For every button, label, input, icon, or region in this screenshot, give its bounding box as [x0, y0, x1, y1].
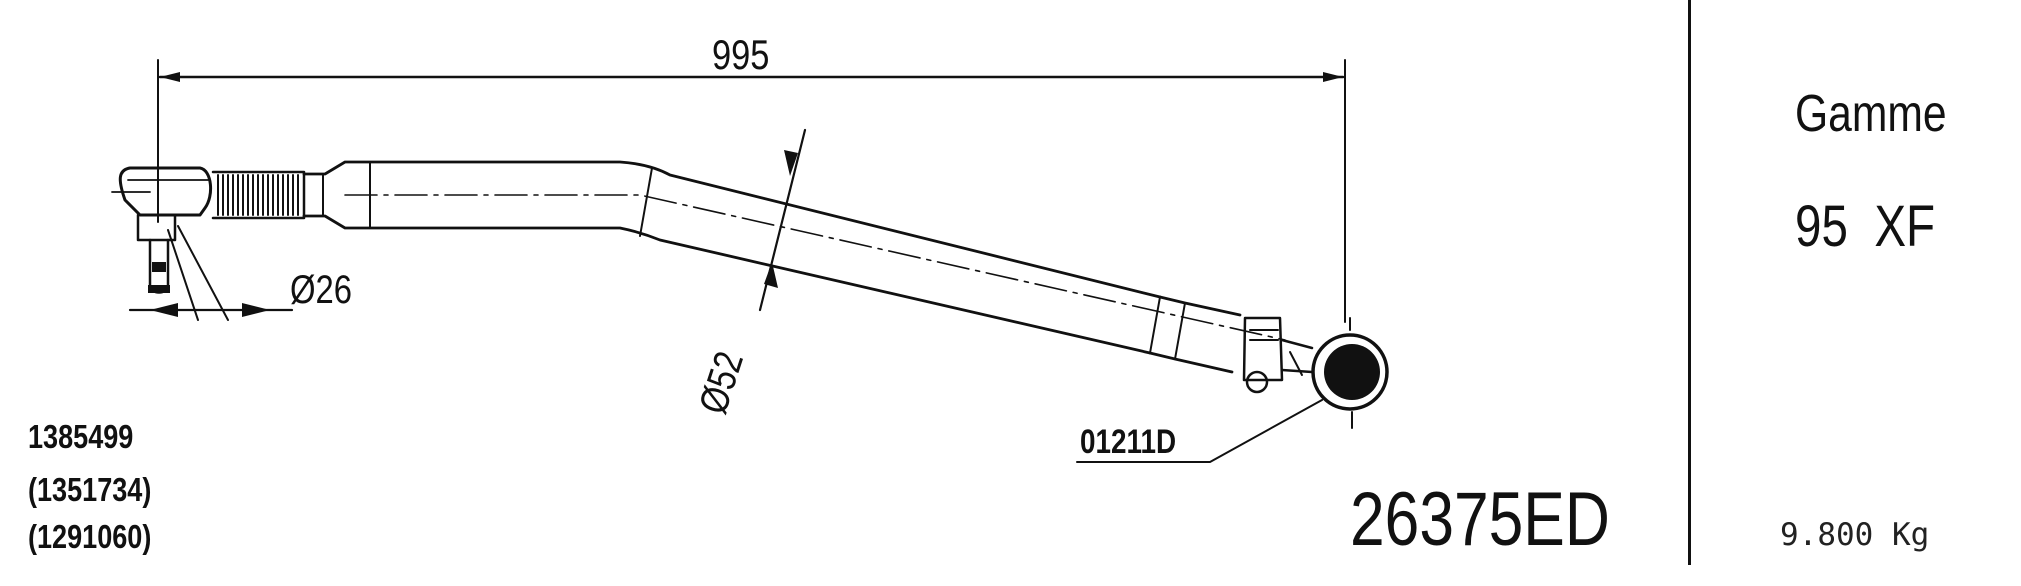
left-ball-joint: [111, 166, 213, 294]
vertical-divider: [1688, 0, 1691, 565]
length-dimension: [157, 59, 1346, 323]
small-diameter-dimension: [128, 225, 294, 321]
part-number: 26375ED: [1350, 477, 1610, 562]
reference-number: (1351734): [28, 471, 152, 508]
reference-number: (1291060): [28, 518, 152, 555]
right-ball-joint: [1311, 317, 1389, 429]
range-value: 95 XF: [1795, 194, 1936, 259]
right-clamp: [1242, 316, 1314, 394]
large-diameter-dimension: [758, 128, 807, 312]
ball-joint-code: 01211D: [1080, 423, 1177, 461]
range-label: Gamme: [1795, 85, 1947, 143]
reference-number: 1385499: [28, 418, 134, 455]
tube-body: [302, 160, 1286, 374]
threaded-section: [211, 170, 306, 220]
weight: 9.800 Kg: [1780, 517, 1930, 553]
small-diameter-label: Ø26: [290, 268, 352, 312]
length-label: 995: [712, 31, 770, 78]
ball-joint-leader: [1076, 399, 1323, 463]
